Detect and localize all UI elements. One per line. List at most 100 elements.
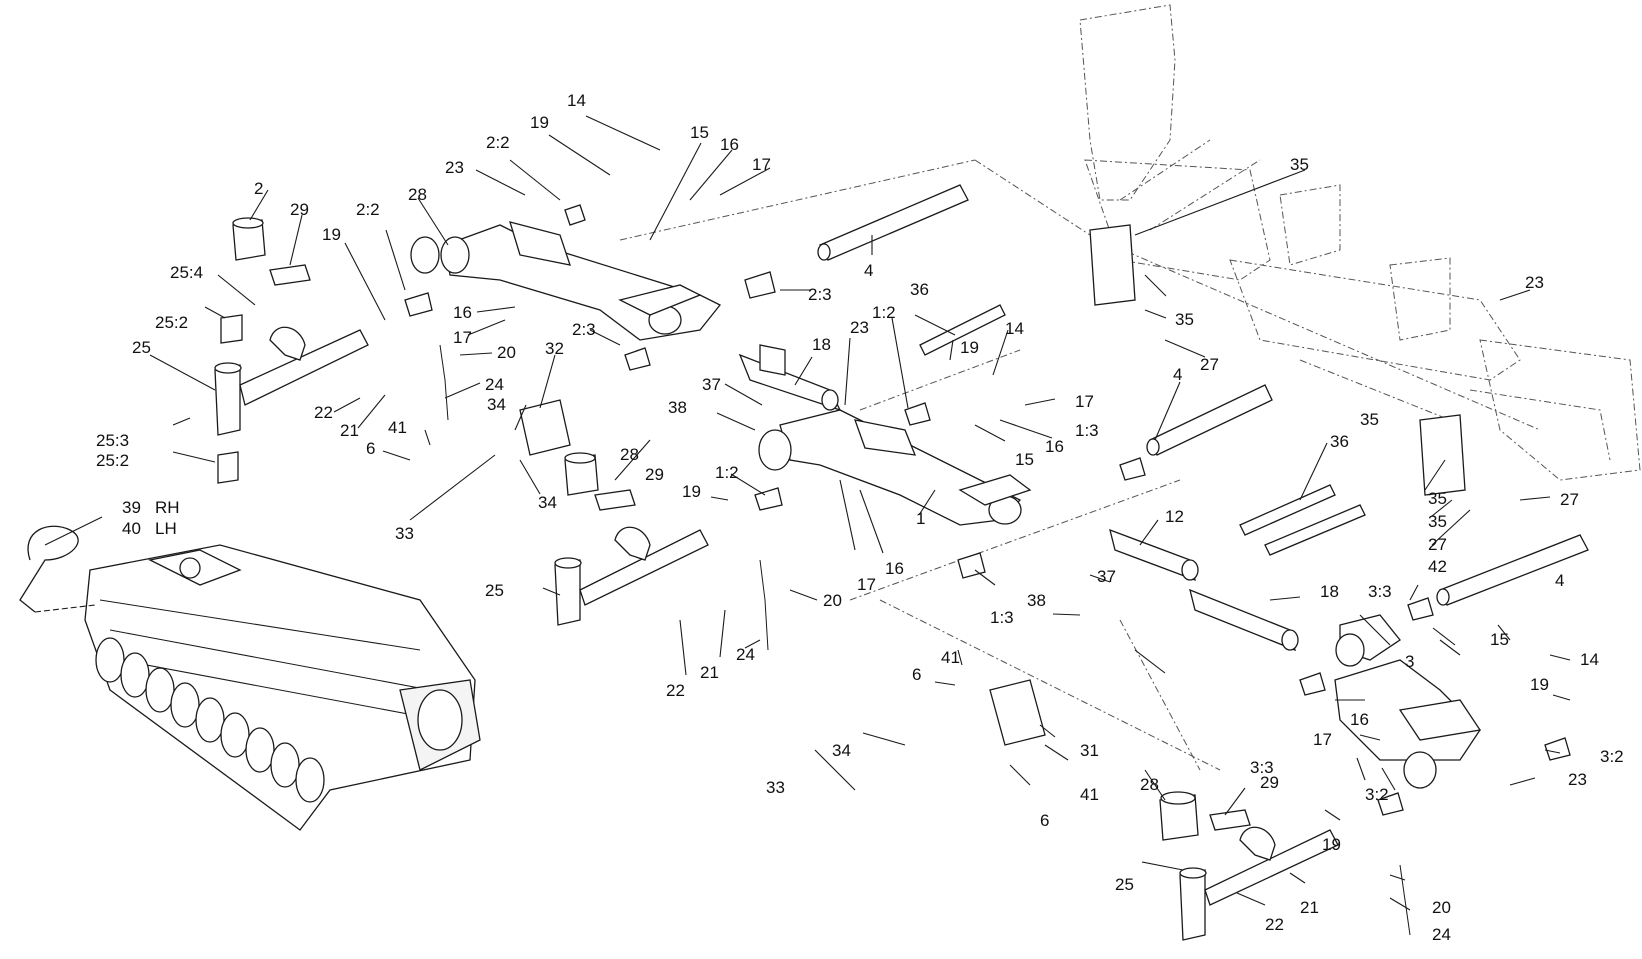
callout-16d: 16 [1350,710,1369,729]
callout-16e: 16 [1045,437,1064,456]
callout-20: 20 [497,343,516,362]
callout-38b: 38 [1027,591,1046,610]
callout-3-2: 3:2 [1365,785,1389,804]
callout-27b: 27 [1428,535,1447,554]
callout-24: 24 [485,375,504,394]
callout-33: 33 [395,524,414,543]
callout-labels: 14 19 2:2 15 16 17 23 2 28 29 2:2 25:4 1… [96,91,1624,944]
callout-18b: 18 [1320,582,1339,601]
callout-3-3: 3:3 [1368,582,1392,601]
pivot-yoke-25-mid [554,526,709,626]
callout-3-3b: 3:3 [1250,758,1274,777]
plate-32 [519,399,571,456]
callout-2-3b: 2:3 [572,320,596,339]
callout-19d: 19 [682,482,701,501]
callout-29: 29 [290,200,309,219]
callout-25-3: 25:3 [96,431,129,450]
cap-28-mid [564,452,599,496]
callout-39: 39 [122,498,141,517]
callout-4: 4 [864,261,873,280]
callout-4c: 4 [1555,571,1564,590]
callout-1-3: 1:3 [1075,421,1099,440]
cutting-unit-illustration [84,544,481,831]
callout-16c: 16 [885,559,904,578]
shaft-4-middle [1146,384,1273,456]
callout-21c: 21 [1300,898,1319,917]
callout-22: 22 [314,403,333,422]
callout-41c: 41 [1080,785,1099,804]
callout-25-2: 25:2 [155,313,188,332]
callout-6: 6 [366,439,375,458]
callout-19e: 19 [1322,835,1341,854]
callout-32: 32 [545,339,564,358]
callout-17: 17 [752,155,771,174]
callout-16b: 16 [453,303,472,322]
roller-segments [95,637,325,803]
callout-17b: 17 [453,328,472,347]
callout-34b: 34 [538,493,557,512]
callout-1-2: 1:2 [872,303,896,322]
callout-17d: 17 [857,575,876,594]
callout-4b: 4 [1173,365,1182,384]
callout-19b: 19 [322,225,341,244]
callout-19f: 19 [1530,675,1549,694]
carrier-frame-1 [758,409,1032,526]
rod-36-upper [919,304,1006,356]
callout-14: 14 [567,91,586,110]
chain-24-20-assemblies [439,344,1411,936]
callout-16: 16 [720,135,739,154]
link-12 [1109,528,1199,582]
pivot-yoke-25-right [1179,826,1339,941]
callout-23b: 23 [850,318,869,337]
spring-pin-39-40 [19,525,96,613]
link-18-lower [1189,588,1299,652]
callout-2: 28 [408,185,427,204]
callout-20b: 20 [823,591,842,610]
callout-6c: 6 [1040,811,1049,830]
callout-27c: 27 [1560,490,1579,509]
callout-2-2: 2:2 [486,133,510,152]
callout-19: 19 [530,113,549,132]
callout-23: 23 [445,158,464,177]
callout-3-2b: 3:2 [1600,747,1624,766]
callout-6b: 6 [912,665,921,684]
callout-34c: 34 [832,741,851,760]
clip-29-left [269,264,311,286]
cap-28-right [1159,791,1199,841]
shaft-4-lower [1436,534,1589,606]
callout-36b: 36 [1330,432,1349,451]
callout-15c: 15 [1015,450,1034,469]
callout-28b: 28 [620,445,639,464]
carrier-frame-3 [1334,614,1482,789]
callout-1: 1 [916,509,925,528]
callout-31: 31 [1080,741,1099,760]
callout-35d: 35 [1428,512,1447,531]
callout-29b: 29 [645,465,664,484]
mount-bracket-35-upper [1089,224,1136,306]
callout-28c: 28 [1140,775,1159,794]
callout-42: 42 [1428,557,1447,576]
callout-1-3b: 1:3 [990,608,1014,627]
callout-21b: 21 [700,663,719,682]
link-18-upper [738,344,842,412]
plate-31 [989,679,1046,746]
callout-2-3: 2:3 [808,285,832,304]
mount-bracket-35-lower [1419,414,1466,496]
callout-35b: 35 [1360,410,1379,429]
callout-22b: 22 [666,681,685,700]
callout-rh: RH [155,498,180,517]
pivot-yoke-25-left [214,326,369,436]
callout-2-2b: 2:2 [356,200,380,219]
callout-33b: 33 [766,778,785,797]
phantom-guide-lines [619,159,1541,771]
callout-28: 2 [254,179,263,198]
callout-27: 27 [1200,355,1219,374]
callout-18: 18 [812,335,831,354]
callout-35e: 35 [1428,489,1447,508]
callout-41b: 41 [941,648,960,667]
callout-36: 36 [910,280,929,299]
callout-20c: 20 [1432,898,1451,917]
traction-unit-phantom [1079,4,1641,481]
callout-35c: 35 [1175,310,1194,329]
callout-40: 40 [122,519,141,538]
